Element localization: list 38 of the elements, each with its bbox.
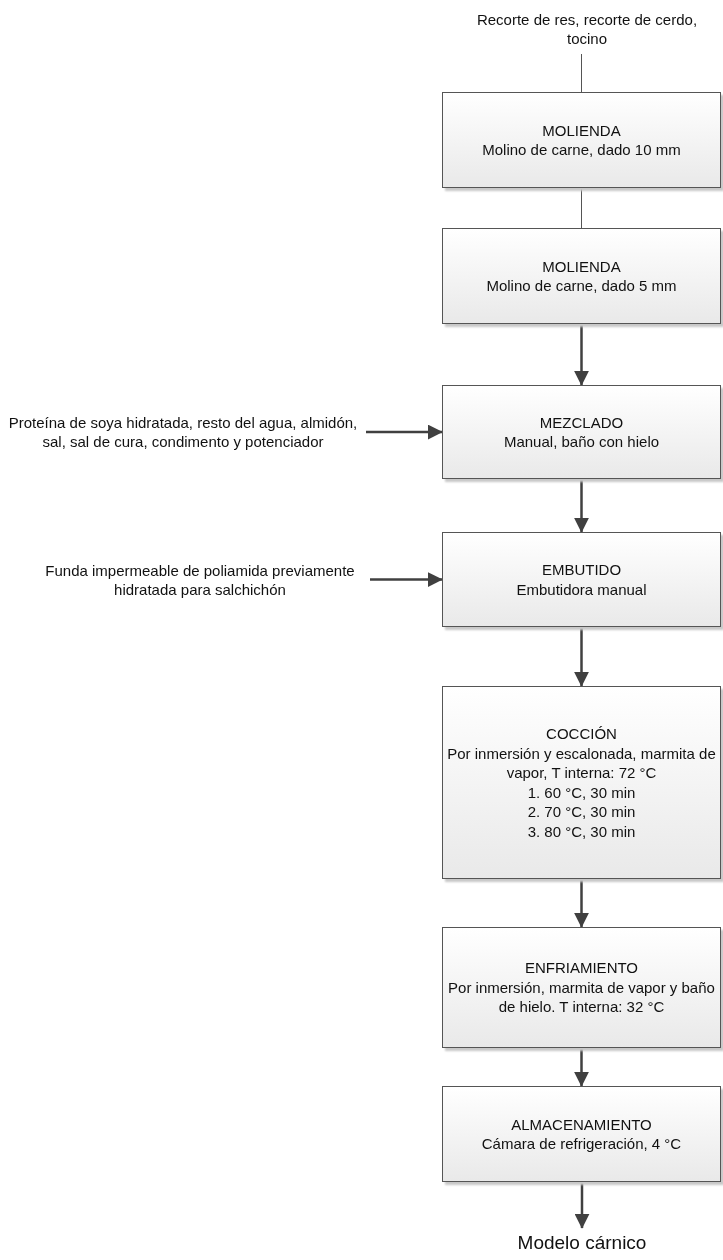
step-detail: Embutidora manual (516, 579, 647, 599)
arrow (574, 879, 589, 928)
arrow (574, 324, 589, 386)
process-box (442, 532, 721, 627)
step-title: COCCIÓN (546, 724, 617, 744)
step-title: ALMACENAMIENTO (511, 1114, 652, 1134)
step-detail: Molino de carne, dado 10 mm (482, 140, 681, 160)
connector-line (581, 187, 582, 229)
input-text: Proteína de soya hidratada, resto del agua, almidón, sal, sal de cura, condimento y potenciador (7, 412, 359, 452)
input-text: Recorte de res, recorte de cerdo, tocino (475, 9, 699, 49)
step-detail: Molino de carne, dado 5 mm (486, 276, 677, 296)
arrow (370, 572, 443, 587)
step-title: MEZCLADO (539, 412, 624, 432)
arrow (366, 424, 443, 440)
process-box (442, 385, 721, 479)
arrow (574, 1048, 589, 1087)
process-box (442, 1086, 721, 1182)
step-detail: Por inmersión, marmita de vapor y baño de hielo. T interna: 32 °C (447, 977, 716, 1017)
connector-line (581, 53, 582, 93)
step-detail: Por inmersión y escalonada, marmita de vapor, T interna: 72 °C (447, 743, 716, 783)
process-box (442, 686, 721, 879)
arrow (574, 1182, 590, 1229)
arrow (574, 479, 589, 533)
step-title: MOLIENDA (542, 120, 621, 140)
input-text: Funda impermeable de poliamida previamente hidratada para salchichón (44, 560, 356, 600)
process-box (442, 927, 721, 1048)
process-box (442, 92, 721, 188)
step-detail: Cámara de refrigeración, 4 °C (481, 1134, 682, 1154)
output-text: Modelo cárnico (517, 1230, 647, 1255)
step-detail: Manual, baño con hielo (503, 432, 660, 452)
step-detail: 3. 80 °C, 30 min (527, 821, 636, 841)
step-detail: 1. 60 °C, 30 min (527, 782, 636, 802)
process-box (442, 228, 721, 324)
step-title: ENFRIAMIENTO (524, 958, 639, 978)
arrow (574, 627, 589, 687)
step-title: MOLIENDA (542, 256, 621, 276)
step-detail: 2. 70 °C, 30 min (527, 802, 636, 822)
step-title: EMBUTIDO (541, 560, 622, 580)
